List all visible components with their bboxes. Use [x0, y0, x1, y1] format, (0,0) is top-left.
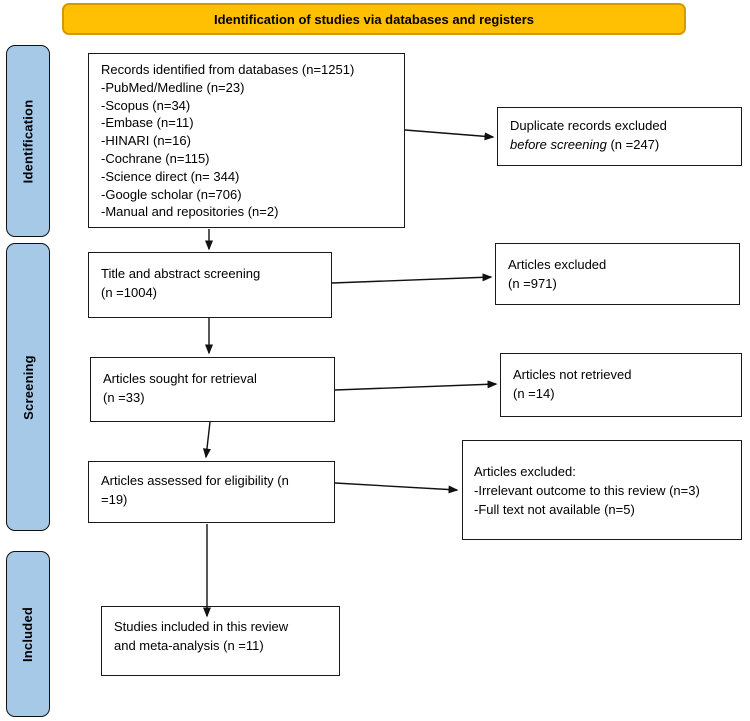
records-line: -Cochrane (n=115) [101, 150, 210, 166]
arrow-records-to-duplicates [404, 129, 495, 141]
records-line: -HINARI (n=16) [101, 133, 191, 149]
records-line: -Google scholar (n=706) [101, 186, 242, 202]
duplicates-line: before screening (n =247) [510, 135, 729, 154]
studies-included-box: Studies included in this review and meta… [101, 606, 340, 676]
studies-included-line: Studies included in this review [114, 619, 289, 634]
records-line: -Science direct (n= 344) [101, 168, 240, 184]
articles-assessed-line: =19) [101, 492, 128, 507]
arrow-title-abstract-to-excluded [331, 273, 493, 284]
articles-not-retrieved-box: Articles not retrieved (n =14) [500, 353, 742, 417]
duplicates-line: Duplicate records excluded [510, 118, 667, 133]
articles-excluded-box: Articles excluded (n =971) [495, 243, 740, 305]
articles-assessed-line: Articles assessed for eligibility (n [101, 473, 289, 488]
title-abstract-line: Title and abstract screening [101, 266, 261, 281]
records-line: Records identified from databases (n=125… [101, 62, 355, 77]
articles-not-retrieved-line: (n =14) [513, 386, 555, 401]
arrow-assessed-to-excluded-eligibility [334, 482, 459, 494]
stage-label-screening: Screening [6, 243, 50, 531]
banner-title: Identification of studies via databases … [213, 11, 535, 27]
articles-not-retrieved-line: Articles not retrieved [513, 367, 632, 382]
stage-label-included: Included [6, 551, 50, 717]
records-line: -Manual and repositories (n=2) [101, 204, 279, 220]
duplicates-excluded-box: Duplicate records excluded before screen… [497, 107, 742, 166]
records-line: -PubMed/Medline (n=23) [101, 79, 245, 95]
excluded-eligibility-line: -Irrelevant outcome to this review (n=3) [474, 482, 700, 498]
excluded-eligibility-line: -Full text not available (n=5) [474, 501, 635, 517]
duplicates-count-text: (n =247) [606, 137, 660, 152]
stage-label-identification-text: Identification [20, 99, 36, 183]
articles-excluded-line: (n =971) [508, 276, 557, 291]
articles-sought-box: Articles sought for retrieval (n =33) [90, 357, 335, 422]
stage-label-identification: Identification [6, 45, 50, 237]
articles-excluded-eligibility-box: Articles excluded: -Irrelevant outcome t… [462, 440, 742, 540]
articles-excluded-line: Articles excluded [508, 257, 607, 272]
title-abstract-line: (n =1004) [101, 285, 158, 300]
records-line: -Scopus (n=34) [101, 97, 191, 113]
stage-label-screening-text: Screening [20, 354, 36, 420]
banner-identification-of-studies: Identification of studies via databases … [62, 3, 686, 35]
duplicates-italic-text: before screening [510, 137, 607, 152]
records-identified-box: Records identified from databases (n=125… [88, 53, 405, 228]
articles-sought-line: (n =33) [103, 390, 145, 405]
arrow-sought-to-assessed [202, 421, 211, 459]
arrow-sought-to-not-retrieved [334, 380, 498, 391]
stage-label-included-text: Included [20, 606, 36, 662]
studies-included-line: and meta-analysis (n =11) [114, 638, 264, 653]
articles-assessed-box: Articles assessed for eligibility (n =19… [88, 461, 335, 523]
excluded-eligibility-line: Articles excluded: [474, 463, 576, 479]
records-line: -Embase (n=11) [101, 115, 194, 131]
title-abstract-screening-box: Title and abstract screening (n =1004) [88, 252, 332, 318]
articles-sought-line: Articles sought for retrieval [103, 371, 257, 386]
